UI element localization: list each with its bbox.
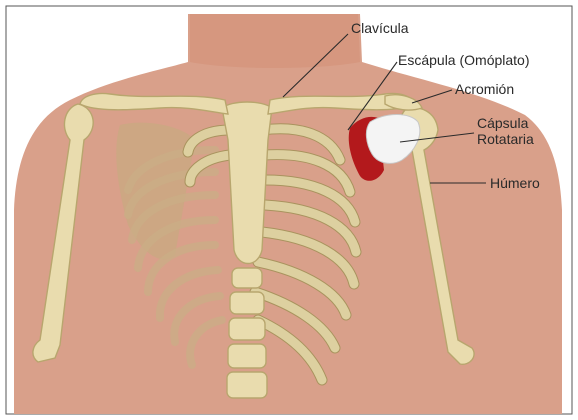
label-capsula-line1: Cápsula: [477, 115, 529, 131]
neck: [190, 14, 360, 68]
label-clavicula: Clavícula: [351, 20, 409, 36]
label-capsula-line2: Rotataria: [477, 131, 534, 147]
label-escapula: Escápula (Omóplato): [398, 52, 530, 68]
label-humero: Húmero: [490, 175, 540, 191]
label-acromion: Acromión: [455, 81, 514, 97]
